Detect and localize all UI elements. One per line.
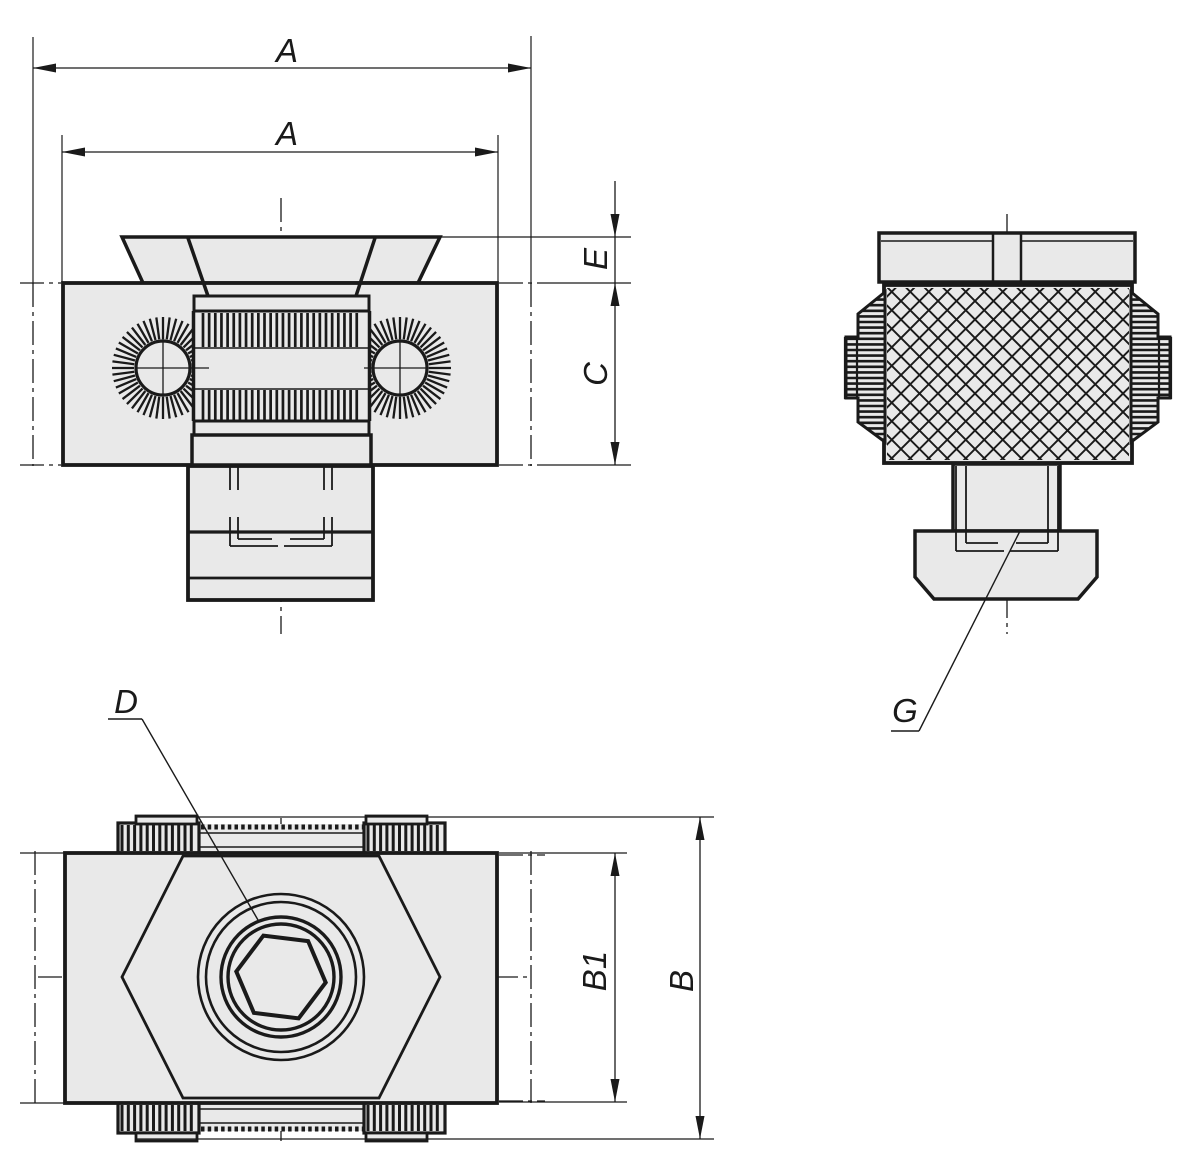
- callout-g: G: [891, 530, 1021, 732]
- countersink-edge: [354, 237, 377, 297]
- dim-label-b1: B1: [576, 951, 613, 991]
- tab-cap: [364, 1131, 429, 1143]
- arrowhead: [508, 63, 531, 73]
- arrowhead: [610, 283, 620, 306]
- t-foot-head-side: [913, 529, 1099, 601]
- arrowhead: [610, 853, 620, 876]
- arrowhead: [33, 63, 56, 73]
- dimension-b1: B1: [499, 852, 627, 1103]
- tab-cap: [134, 1131, 199, 1143]
- front-view: A A E C: [20, 32, 631, 634]
- tab-serration: [120, 825, 439, 1131]
- flange-serration-left: [846, 292, 885, 441]
- stem-spring-clips: [955, 466, 1059, 552]
- hex-socket: [234, 933, 328, 1021]
- callout-label-g: G: [892, 692, 918, 729]
- countersink-edge: [186, 237, 210, 297]
- plan-view: D B1 B: [20, 683, 714, 1143]
- t-foot-stem-side: [951, 462, 1062, 533]
- dimension-c: C: [577, 361, 620, 465]
- side-view: G: [843, 214, 1173, 732]
- dimension-e: E: [547, 181, 631, 466]
- dimension-b: B: [136, 816, 714, 1140]
- bushing-bottom-flange: [192, 419, 371, 437]
- dimension-a-inner: A: [61, 115, 499, 284]
- dimension-a-outer: A: [32, 32, 532, 284]
- dim-label-a-inner: A: [274, 115, 298, 152]
- expanded-serrated-band-top: [199, 824, 364, 853]
- counterbore-inner-circle: [226, 922, 336, 1032]
- dim-label-c: C: [577, 361, 614, 386]
- dim-label-a-outer: A: [274, 32, 298, 69]
- leader-line-d: [141, 718, 259, 921]
- callout-d: D: [108, 683, 259, 921]
- dim-label-b: B: [663, 970, 700, 992]
- bushing-top-flange: [192, 294, 371, 313]
- spring-element-end-right: [1157, 336, 1173, 400]
- leader-line-g: [918, 530, 1021, 732]
- knurl-crosshatch: [887, 288, 1129, 460]
- serration-rays-left: [112, 317, 193, 419]
- arrowhead: [475, 147, 498, 157]
- expanded-serrated-band-bottom: [199, 1103, 364, 1132]
- arrowhead: [610, 442, 620, 465]
- arrowhead: [695, 817, 705, 840]
- arrowhead: [610, 214, 620, 237]
- arrowhead: [62, 147, 85, 157]
- hex-body-outline: [120, 854, 442, 1100]
- boss-chamfer-circle: [204, 900, 358, 1054]
- dim-label-e: E: [577, 247, 614, 270]
- knurl-pattern-front: [201, 313, 359, 420]
- flange-serration-right: [1131, 292, 1170, 441]
- arrowhead: [610, 1079, 620, 1102]
- t-foot-spring-clips: [229, 467, 333, 547]
- callout-label-d: D: [114, 683, 138, 720]
- tab-cap: [364, 814, 429, 826]
- spring-element-end-left: [843, 336, 859, 400]
- bushing-base: [190, 433, 373, 467]
- clamp-wedge: [119, 235, 443, 285]
- tab-cap: [134, 814, 199, 826]
- counterbore-circle: [219, 915, 343, 1039]
- arrowhead: [695, 1116, 705, 1139]
